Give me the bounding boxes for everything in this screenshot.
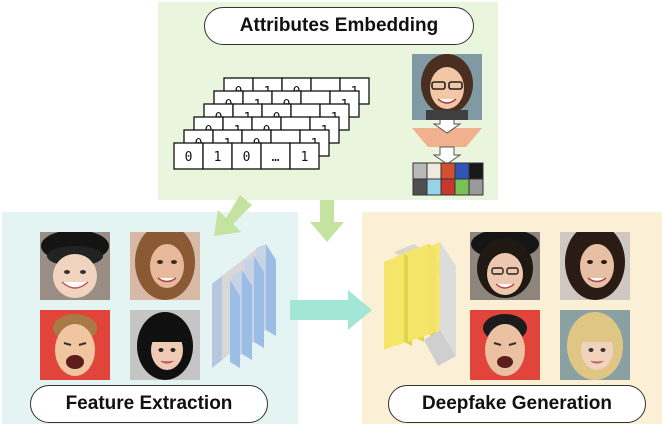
feature-extraction-title: Feature Extraction bbox=[30, 385, 268, 423]
palette-swatch bbox=[412, 178, 428, 196]
generated-face-4 bbox=[560, 310, 630, 380]
palette-swatch bbox=[468, 178, 484, 196]
generated-face-1 bbox=[470, 232, 540, 300]
source-face-2 bbox=[130, 232, 200, 300]
generated-face-3 bbox=[470, 310, 540, 380]
vector-cell-value: … bbox=[272, 150, 280, 165]
palette-swatch bbox=[426, 162, 442, 180]
vector-cell-value: 0 bbox=[243, 150, 251, 165]
vector-cell bbox=[260, 142, 291, 170]
palette-swatch bbox=[454, 162, 470, 180]
attribute-vector-row: 0 1 0 … 1 bbox=[173, 142, 320, 170]
cnn-encoder-icon bbox=[212, 244, 276, 368]
vector-cell bbox=[202, 142, 233, 170]
green-arrow-left bbox=[214, 195, 252, 236]
green-arrow-down bbox=[310, 200, 344, 242]
palette-swatch bbox=[454, 178, 470, 196]
source-face-3 bbox=[40, 310, 110, 380]
attributes-embedding-title: Attributes Embedding bbox=[204, 7, 474, 45]
vector-cell-value: 0 bbox=[185, 150, 193, 165]
teal-arrow-right bbox=[290, 290, 372, 330]
source-face-4 bbox=[130, 310, 200, 380]
palette-swatch bbox=[468, 162, 484, 180]
vector-cell-value: 1 bbox=[301, 150, 309, 165]
target-portrait bbox=[412, 54, 482, 120]
palette-swatch bbox=[426, 178, 442, 196]
cnn-decoder-icon bbox=[384, 242, 456, 366]
color-palette-grid bbox=[412, 162, 484, 196]
color-funnel-icon bbox=[412, 115, 482, 165]
vector-cell-value: 1 bbox=[214, 150, 222, 165]
palette-swatch bbox=[440, 162, 456, 180]
palette-swatch bbox=[412, 162, 428, 180]
vector-cell bbox=[289, 142, 320, 170]
palette-swatch bbox=[440, 178, 456, 196]
source-face-1 bbox=[40, 232, 110, 300]
attribute-vector-stack: 010…1010…1010…1010…1010…1010…1 bbox=[173, 77, 370, 170]
deepfake-generation-title: Deepfake Generation bbox=[388, 385, 646, 423]
generated-face-2 bbox=[560, 232, 630, 300]
